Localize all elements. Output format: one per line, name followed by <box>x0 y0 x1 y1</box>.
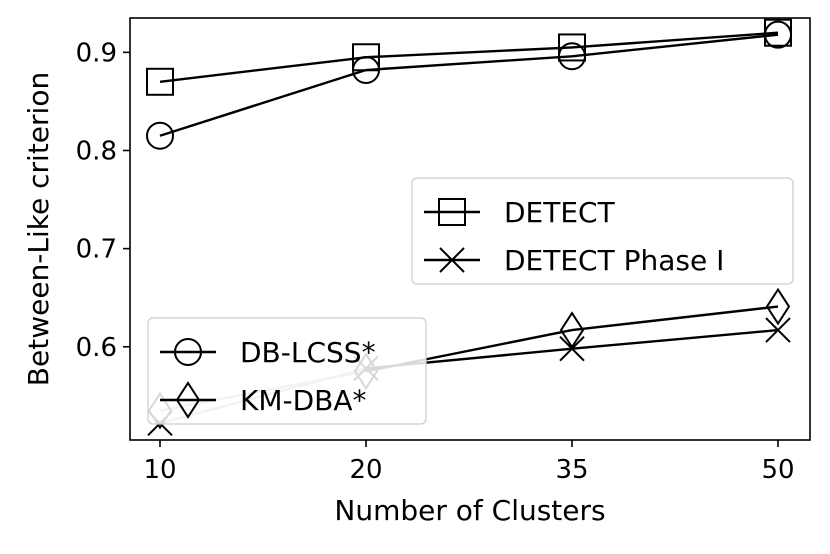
series-line-km-dba-segment <box>571 305 779 332</box>
data-point-detect <box>352 43 380 72</box>
data-point-km-dba <box>559 311 585 349</box>
x-tick-label: 35 <box>555 455 588 485</box>
y-axis-label: Between-Like criterion <box>22 72 55 386</box>
data-point-db-lcss <box>558 42 586 71</box>
data-point-detect <box>558 33 586 62</box>
data-point-db-lcss <box>764 20 792 49</box>
x-axis-ticks: 10 20 35 50 <box>143 440 795 485</box>
y-tick-label: 0.6 <box>76 333 117 363</box>
x-tick-label: 50 <box>761 455 794 485</box>
legend-label: DB-LCSS* <box>240 336 376 369</box>
series-line-detect-segment <box>159 56 367 83</box>
x-tick-label: 20 <box>349 455 382 485</box>
series-line-detect-segment <box>571 31 779 49</box>
data-point-db-lcss <box>146 121 174 150</box>
legend-marker <box>438 198 466 226</box>
legend-marker <box>439 247 465 273</box>
legend-label: DETECT Phase I <box>504 244 724 277</box>
axes-frame <box>129 17 811 441</box>
data-point-db-lcss <box>352 56 380 85</box>
legend-frame <box>147 317 427 425</box>
legend-frame <box>411 177 794 285</box>
series-line-db-lcss-segment <box>365 55 573 72</box>
series-line-db-lcss-segment <box>571 33 779 58</box>
legend-label: DETECT <box>504 196 616 229</box>
series-line-detect-segment <box>365 46 573 59</box>
legend-baselines: DB-LCSS* KM-DBA* <box>147 317 427 425</box>
legend-label: KM-DBA* <box>240 384 367 417</box>
y-tick-label: 0.9 <box>76 38 117 68</box>
x-tick-label: 10 <box>143 455 176 485</box>
x-axis-label: Number of Clusters <box>334 494 605 527</box>
legend-detect: DETECT DETECT Phase I <box>411 177 794 285</box>
legend-marker <box>174 338 202 366</box>
data-point-km-dba <box>765 287 791 326</box>
y-tick-label: 0.8 <box>76 136 117 166</box>
y-tick-label: 0.7 <box>76 235 117 265</box>
data-point-detect-phase-i <box>765 317 791 343</box>
legend-marker <box>175 381 201 419</box>
data-point-detect <box>146 67 174 96</box>
y-axis-ticks: 0.6 0.7 0.8 0.9 <box>76 38 130 363</box>
series-line-detect-phase-i-segment <box>571 328 779 350</box>
series-line-db-lcss-segment <box>159 68 367 137</box>
